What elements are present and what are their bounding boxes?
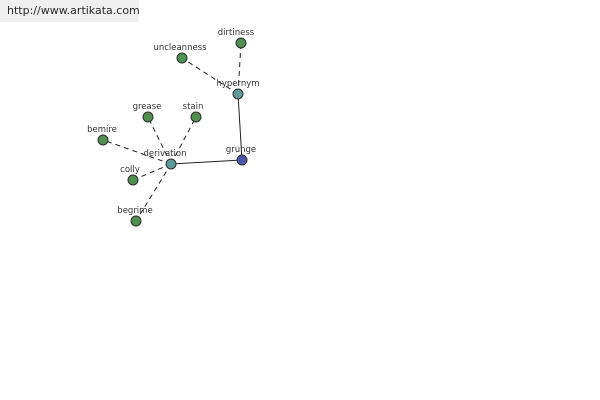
graph-nodes: dirtiness uncleanness hypernym grease st…: [87, 28, 260, 227]
node-label-dirtiness[interactable]: dirtiness: [218, 28, 255, 38]
url-bar: http://www.artikata.com: [0, 0, 140, 22]
node-label-colly[interactable]: colly: [120, 165, 140, 175]
node-label-grunge[interactable]: grunge: [226, 145, 256, 155]
node-grunge[interactable]: grunge: [226, 145, 256, 166]
site-url[interactable]: http://www.artikata.com: [7, 4, 140, 17]
node-dot-bemire[interactable]: [97, 134, 109, 146]
node-grease[interactable]: grease: [133, 102, 162, 123]
edge-derivation-begrime: [135, 163, 172, 222]
node-label-hypernym[interactable]: hypernym: [216, 79, 259, 89]
node-dot-grunge[interactable]: [236, 154, 248, 166]
edge-derivation-colly: [132, 163, 172, 181]
edge-hypernym-uncleanness: [181, 57, 239, 95]
node-dot-grease[interactable]: [142, 111, 154, 123]
node-label-uncleanness[interactable]: uncleanness: [153, 43, 207, 53]
edge-grunge-hypernym: [237, 93, 243, 161]
node-begrime[interactable]: begrime: [117, 206, 153, 227]
node-colly[interactable]: colly: [120, 165, 140, 186]
node-dot-hypernym[interactable]: [232, 88, 244, 100]
edge-derivation-bemire: [102, 139, 172, 165]
node-dot-stain[interactable]: [190, 111, 202, 123]
node-dot-dirtiness[interactable]: [235, 37, 247, 49]
node-dot-begrime[interactable]: [130, 215, 142, 227]
node-uncleanness[interactable]: uncleanness: [153, 43, 207, 64]
node-bemire[interactable]: bemire: [87, 125, 117, 146]
graph-edges: [102, 42, 243, 222]
node-hypernym[interactable]: hypernym: [216, 79, 260, 100]
node-label-bemire[interactable]: bemire: [87, 125, 117, 135]
node-dirtiness[interactable]: dirtiness: [218, 28, 255, 49]
node-dot-colly[interactable]: [127, 174, 139, 186]
node-dot-uncleanness[interactable]: [176, 52, 188, 64]
node-label-stain[interactable]: stain: [183, 102, 204, 112]
edge-grunge-derivation: [170, 159, 243, 165]
node-label-grease[interactable]: grease: [133, 102, 162, 112]
node-label-begrime[interactable]: begrime: [117, 206, 152, 216]
node-dot-derivation[interactable]: [165, 158, 177, 170]
node-label-derivation[interactable]: derivation: [143, 149, 186, 159]
node-stain[interactable]: stain: [183, 102, 204, 123]
node-derivation[interactable]: derivation: [143, 149, 187, 170]
